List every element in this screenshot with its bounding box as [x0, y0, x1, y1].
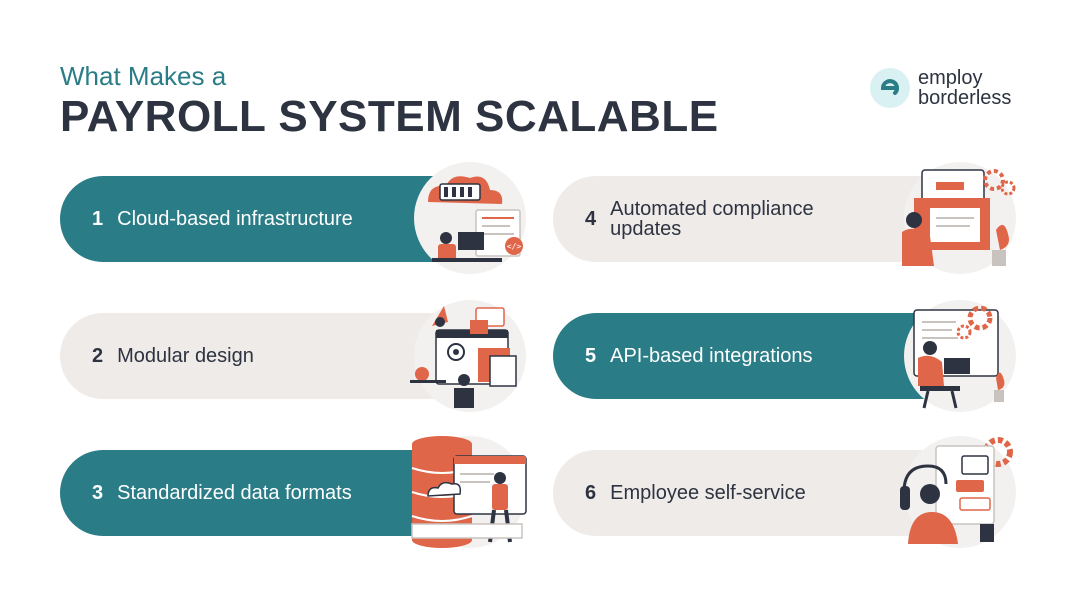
item-number: 5 — [585, 344, 597, 367]
item-number: 3 — [92, 481, 104, 504]
page-title: PAYROLL SYSTEM SCALABLE — [60, 92, 719, 141]
item-label: Modular design — [117, 345, 254, 367]
logo-e-icon — [870, 68, 910, 108]
api-integration-icon — [904, 300, 1016, 412]
item-card-6: 6 Employee self-service — [553, 450, 973, 536]
item-label: Cloud-based infrastructure — [117, 208, 353, 230]
self-service-icon — [900, 436, 1016, 548]
cloud-server-icon: </> — [414, 162, 526, 274]
item-label: API-based integrations — [610, 345, 813, 367]
item-label: Standardized data formats — [117, 482, 352, 504]
item-card-5: 5 API-based integrations — [553, 313, 973, 399]
item-number: 1 — [92, 207, 104, 230]
database-icon — [411, 436, 527, 548]
item-card-1: 1 Cloud-based infrastructure — [60, 176, 480, 262]
svg-text:</>: </> — [507, 242, 522, 251]
page-subtitle: What Makes a — [60, 61, 227, 91]
item-card-2: 2 Modular design — [60, 313, 480, 399]
item-card-3: 3 Standardized data formats — [60, 450, 480, 536]
compliance-icon — [902, 162, 1016, 274]
logo-line-2: borderless — [918, 87, 1012, 109]
item-number: 2 — [92, 344, 104, 367]
item-number: 6 — [585, 481, 597, 504]
logo-wordmark: employ borderless — [918, 68, 1011, 108]
brand-logo: employ borderless — [870, 68, 1011, 108]
item-label: Automated compliance updates — [610, 198, 814, 240]
item-number: 4 — [585, 207, 597, 230]
item-label: Employee self-service — [610, 482, 806, 504]
logo-line-1: employ — [918, 67, 983, 89]
header: What Makes a PAYROLL SYSTEM SCALABLE — [60, 62, 719, 142]
modular-design-icon — [410, 300, 526, 412]
